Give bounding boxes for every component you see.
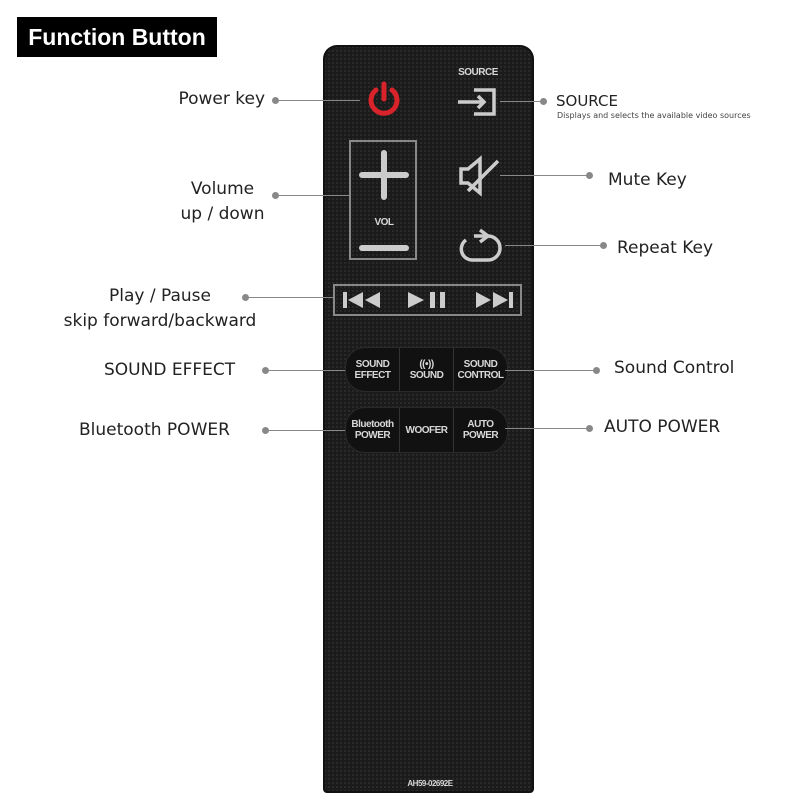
play-pause-icon[interactable]: [406, 290, 452, 310]
leader-dot: [272, 192, 279, 199]
leader-line: [505, 245, 604, 246]
leader-dot: [593, 367, 600, 374]
model-number: AH59-02692E: [407, 779, 453, 788]
source-icon[interactable]: [456, 87, 500, 117]
callout-sound-control: Sound Control: [614, 358, 735, 378]
callout-auto-power: AUTO POWER: [604, 417, 721, 437]
leader-line: [505, 370, 597, 371]
leader-dot: [272, 97, 279, 104]
volume-rocker[interactable]: [349, 140, 417, 260]
callout-repeat: Repeat Key: [617, 238, 714, 258]
leader-dot: [540, 98, 547, 105]
callout-bluetooth: Bluetooth POWER: [79, 420, 230, 440]
power-icon[interactable]: [366, 81, 402, 119]
leader-dot: [586, 172, 593, 179]
mute-icon[interactable]: [458, 155, 502, 197]
transport-bar: [333, 284, 522, 316]
skip-back-icon[interactable]: [342, 290, 382, 310]
leader-line: [505, 428, 590, 429]
leader-line: [265, 370, 345, 371]
callout-source: SOURCE: [556, 92, 618, 110]
volume-down-icon[interactable]: [359, 242, 409, 254]
woofer-button[interactable]: WOOFER: [400, 408, 454, 452]
callout-sound-effect: SOUND EFFECT: [104, 360, 236, 380]
leader-dot: [262, 367, 269, 374]
callout-mute: Mute Key: [608, 170, 687, 190]
title-banner: Function Button: [17, 17, 217, 57]
leader-line: [245, 297, 333, 298]
leader-dot: [600, 242, 607, 249]
vol-label: VOL: [374, 217, 394, 228]
leader-line: [500, 175, 590, 176]
surround-icon: ((•)): [419, 358, 434, 370]
leader-line: [500, 101, 545, 102]
leader-line: [275, 100, 360, 101]
leader-line: [265, 430, 345, 431]
leader-line: [275, 195, 349, 196]
source-label: SOURCE: [458, 67, 498, 78]
leader-dot: [586, 425, 593, 432]
skip-forward-icon[interactable]: [474, 290, 514, 310]
leader-dot: [242, 294, 249, 301]
callout-source-desc: Displays and selects the available video…: [557, 111, 751, 120]
leader-dot: [262, 427, 269, 434]
callout-power: Power key: [178, 89, 265, 109]
repeat-icon[interactable]: [458, 228, 504, 264]
sound-button[interactable]: ((•))SOUND: [400, 348, 454, 391]
volume-up-icon[interactable]: [359, 150, 409, 200]
